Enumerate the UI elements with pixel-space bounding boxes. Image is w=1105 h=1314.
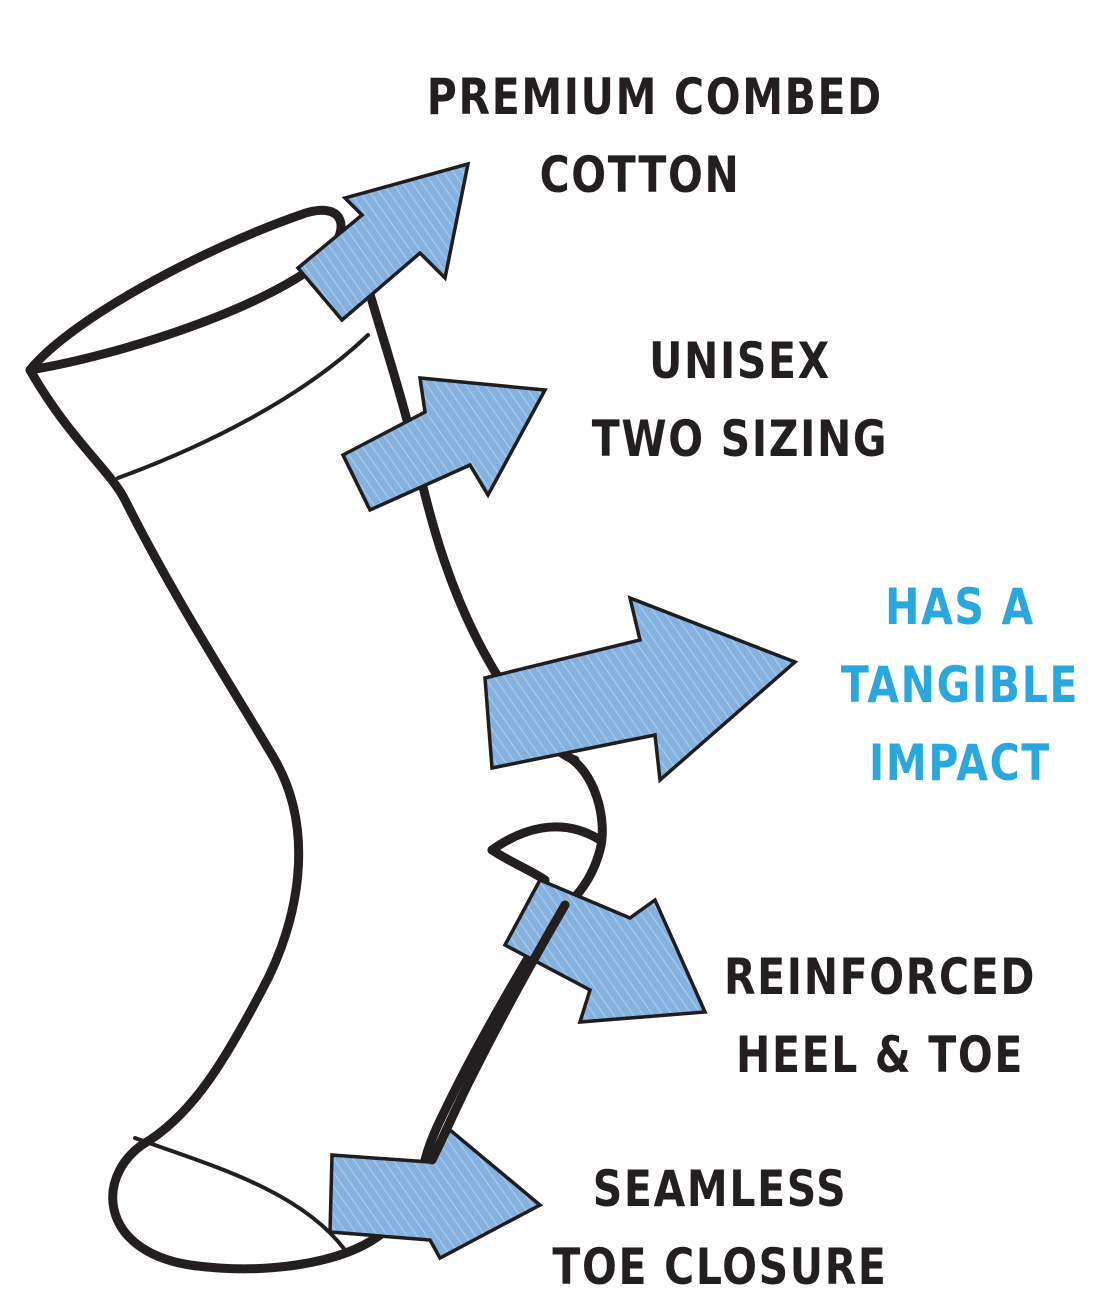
sock-outline <box>25 205 607 1274</box>
label-heel-line1: REINFORCED <box>723 948 1037 1006</box>
arrow-cotton <box>295 161 471 323</box>
sock-cuff-band <box>116 333 370 480</box>
label-toe-line1: SEAMLESS <box>592 1160 848 1218</box>
label-cotton-line2: COTTON <box>539 146 741 204</box>
label-unisex-line2: TWO SIZING <box>591 410 889 468</box>
label-seamless-toe-closure: SEAMLESS TOE CLOSURE <box>507 1150 933 1306</box>
sock-heel-join <box>487 845 550 885</box>
label-heel-line2: HEEL & TOE <box>736 1026 1024 1084</box>
label-impact-line1: HAS A <box>885 578 1035 636</box>
label-toe-line2: TOE CLOSURE <box>552 1238 888 1296</box>
sock-toe-band <box>133 1136 347 1252</box>
arrow-impact <box>483 595 799 784</box>
sock-left-side <box>25 365 385 1274</box>
sock-heel-inner <box>487 822 605 855</box>
sock-cuff-opening <box>25 205 346 375</box>
label-unisex-two-sizing: UNISEX TWO SIZING <box>543 322 937 478</box>
label-reinforced-heel-toe: REINFORCED HEEL & TOE <box>708 938 1052 1094</box>
label-unisex-line1: UNISEX <box>649 332 831 390</box>
label-premium-combed-cotton: PREMIUM COMBED COTTON <box>426 58 883 214</box>
label-tangible-impact: HAS A TANGIBLE IMPACT <box>829 568 1091 802</box>
arrow-unisex <box>340 376 548 513</box>
label-impact-line2: TANGIBLE <box>840 656 1080 714</box>
label-cotton-line1: PREMIUM COMBED <box>426 68 883 126</box>
label-impact-line3: IMPACT <box>869 734 1051 792</box>
